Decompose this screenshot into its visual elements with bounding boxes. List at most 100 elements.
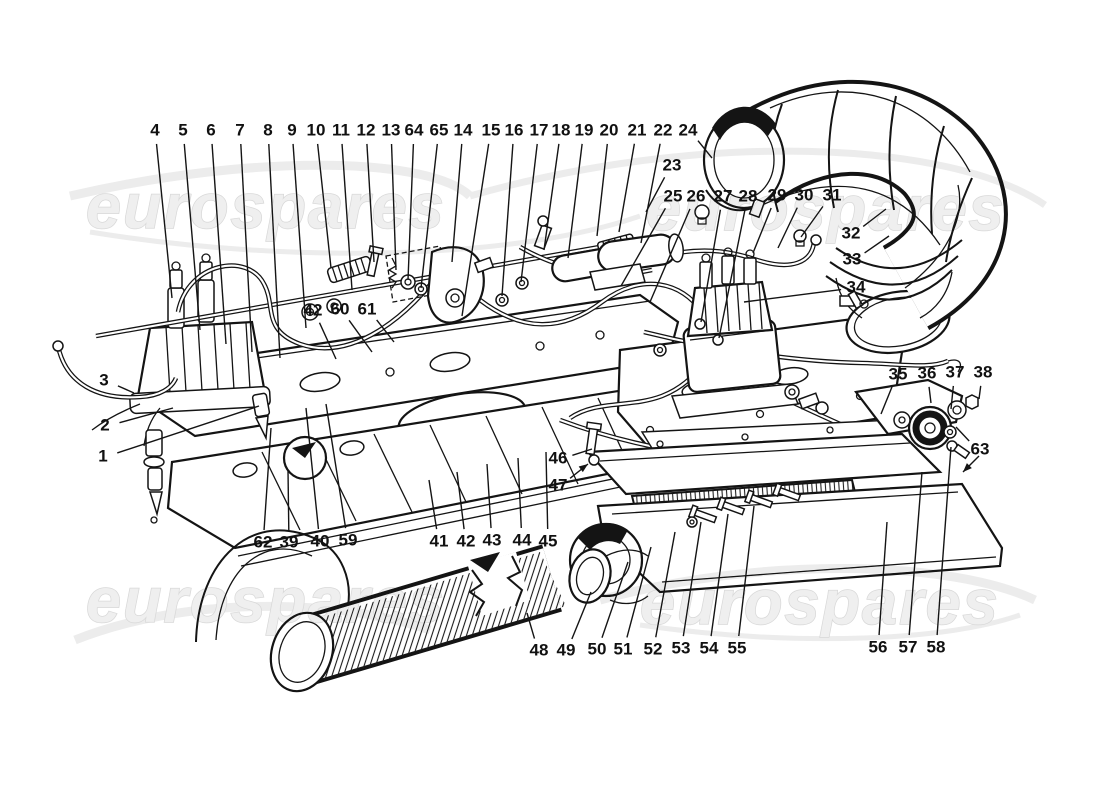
fender-curve [195, 529, 350, 643]
leader-line-39 [287, 469, 290, 531]
leader-line-26 [649, 208, 691, 303]
watermark-text: eurospares [646, 174, 1006, 244]
mouth-shadow [712, 106, 776, 140]
callout-53: 53 [672, 638, 691, 657]
leader-line-38 [978, 385, 982, 400]
callout-41: 41 [430, 531, 449, 550]
leader-line-34 [743, 288, 842, 303]
leader-line-65 [420, 143, 438, 289]
leader-line-48 [526, 612, 536, 639]
leader-line-61 [376, 319, 395, 343]
leader-line-60 [348, 319, 373, 353]
water-union-housing [426, 246, 485, 324]
leader-line-58 [936, 446, 952, 636]
leader-line-42 [456, 471, 465, 530]
callout-51: 51 [614, 639, 633, 658]
callout-1: 1 [98, 446, 107, 465]
callout-61: 61 [358, 299, 377, 318]
callout-64: 64 [405, 120, 424, 139]
callout-12: 12 [357, 120, 376, 139]
callout-60: 60 [331, 299, 350, 318]
callout-65: 65 [430, 120, 449, 139]
callout-40: 40 [311, 531, 330, 550]
callout-57: 57 [899, 637, 918, 656]
callout-14: 14 [454, 120, 473, 139]
fuel-metering-unit [653, 247, 829, 419]
callout-46: 46 [549, 448, 568, 467]
leader-line-9 [292, 143, 307, 329]
mount-bushings [854, 378, 979, 460]
leader-line-15 [461, 143, 490, 317]
callout-38: 38 [974, 362, 993, 381]
leader-line-45 [545, 451, 549, 530]
leader-line-36 [928, 386, 932, 404]
callout-6: 6 [206, 120, 215, 139]
leader-line-27 [700, 209, 722, 323]
callout-8: 8 [263, 120, 272, 139]
flexible-air-hose [269, 544, 649, 693]
callout-58: 58 [927, 637, 946, 656]
leader-line-25 [620, 207, 667, 287]
watermark-text: eurospares [86, 566, 446, 636]
leader-line-41 [428, 479, 438, 530]
leader-arrowhead [578, 464, 588, 473]
callout-7: 7 [235, 120, 244, 139]
callout-25: 25 [664, 186, 683, 205]
hose-clamp [793, 229, 807, 243]
callout-4: 4 [150, 120, 160, 139]
callout-13: 13 [382, 120, 401, 139]
callout-48: 48 [530, 640, 549, 659]
leader-line-2 [119, 407, 174, 424]
fuel-injectors [143, 392, 271, 524]
leader-line-35 [880, 386, 893, 415]
callout-11: 11 [332, 120, 350, 139]
callout-39: 39 [280, 532, 299, 551]
leader-line-56 [878, 521, 888, 636]
callout-37: 37 [946, 362, 965, 381]
hose-rings [825, 239, 963, 301]
leader-line-59 [325, 403, 347, 529]
leader-line-16 [501, 143, 514, 297]
leader-line-57 [908, 471, 923, 636]
leader-line-44 [517, 457, 522, 529]
leader-line-20 [596, 143, 608, 237]
hose-clamp-33 [839, 290, 869, 310]
watermark-text: eurospares [640, 568, 1000, 638]
callout-3: 3 [99, 370, 108, 389]
leader-line-64 [407, 143, 415, 281]
callout-50: 50 [588, 639, 607, 658]
leader-line-42 [318, 322, 337, 360]
leader-line-30 [777, 207, 798, 249]
leader-line-23 [645, 176, 666, 213]
callout-22: 22 [654, 120, 673, 139]
small-hardware [326, 215, 684, 324]
callout-45: 45 [539, 531, 558, 550]
hose-clamp [694, 204, 710, 220]
callout-36: 36 [918, 363, 937, 382]
callout-55: 55 [728, 638, 747, 657]
callout-33: 33 [843, 249, 862, 268]
callout-18: 18 [552, 120, 571, 139]
callout-35: 35 [889, 364, 908, 383]
callout-21: 21 [628, 120, 647, 139]
callout-16: 16 [505, 120, 524, 139]
leader-line-43 [486, 463, 492, 529]
leader-line-33 [864, 235, 890, 254]
leader-line-32 [862, 208, 887, 227]
callout-34: 34 [847, 277, 866, 296]
callout-20: 20 [600, 120, 619, 139]
leader-line-18 [543, 143, 560, 251]
leader-arrowhead [963, 463, 972, 472]
callout-27: 27 [714, 186, 733, 205]
callout-9: 9 [287, 120, 296, 139]
callout-43: 43 [483, 530, 502, 549]
leader-line-19 [567, 143, 583, 259]
callout-19: 19 [575, 120, 594, 139]
callout-32: 32 [842, 223, 861, 242]
callout-28: 28 [739, 186, 758, 205]
hose-sleeve [568, 548, 612, 604]
callout-42: 42 [457, 531, 476, 550]
